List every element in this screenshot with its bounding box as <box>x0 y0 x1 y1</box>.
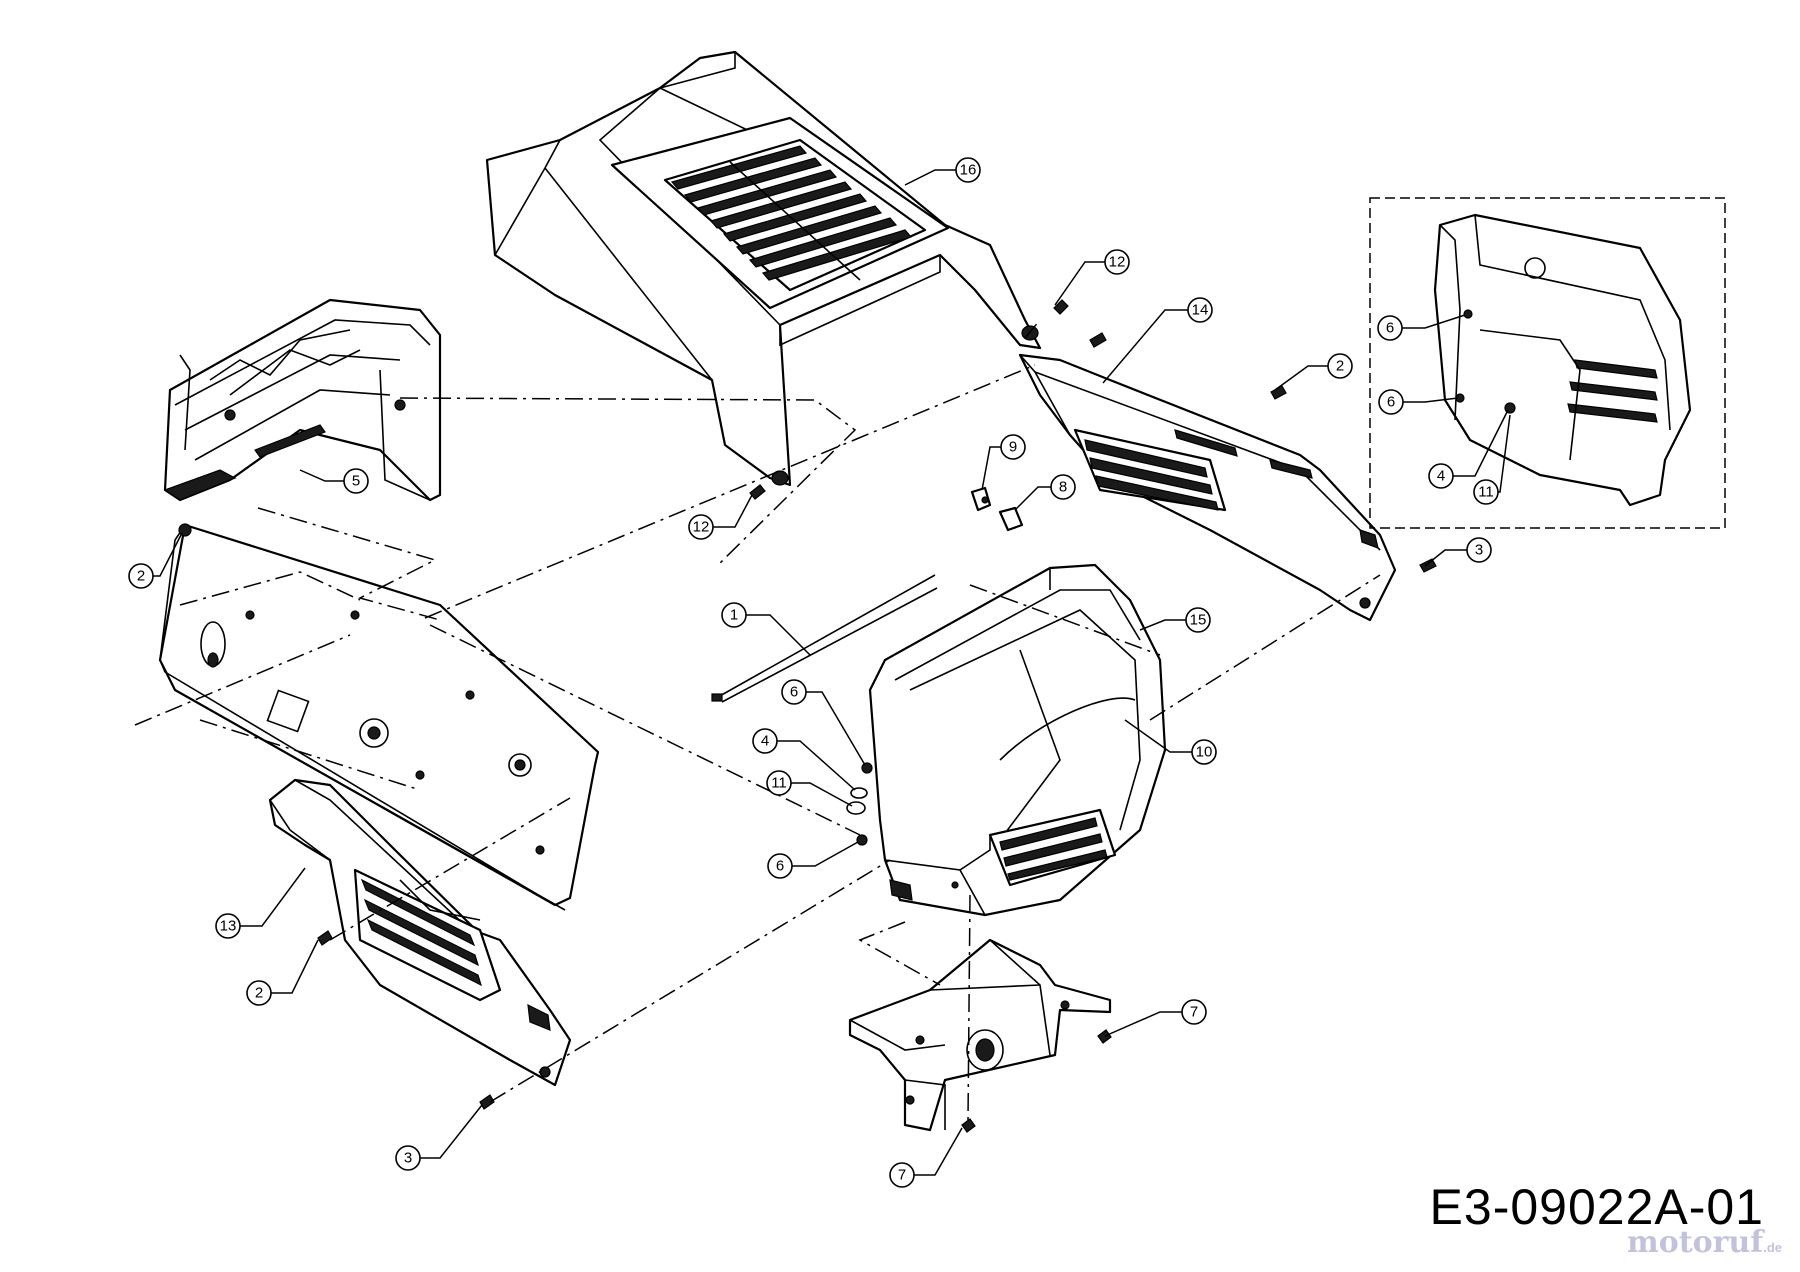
small-hardware <box>178 299 1437 1133</box>
svg-text:11: 11 <box>1478 484 1494 501</box>
svg-text:9: 9 <box>1009 439 1017 456</box>
callout-1: 1 <box>721 602 747 628</box>
callout-detail-6-lower: 6 <box>1378 389 1404 415</box>
drawing-code-label: E3-09022A-01 <box>1429 1179 1764 1235</box>
svg-text:6: 6 <box>776 858 784 875</box>
callout-13: 13 <box>215 913 241 939</box>
right-side-panel-part <box>1018 353 1397 622</box>
hood-vent-slots <box>670 145 913 281</box>
watermark-brand: motoruf <box>1627 1225 1764 1260</box>
callout-2-right: 2 <box>1327 353 1353 379</box>
callout-11: 11 <box>766 770 792 796</box>
front-bracket-part <box>848 938 1112 1132</box>
callout-16: 16 <box>955 157 981 183</box>
callout-10: 10 <box>1191 739 1217 765</box>
svg-text:14: 14 <box>1192 302 1209 319</box>
callout-5: 5 <box>343 468 369 494</box>
watermark-tld: .de <box>1763 1240 1782 1255</box>
svg-text:7: 7 <box>898 1167 906 1184</box>
callout-detail-6-upper: 6 <box>1377 315 1403 341</box>
svg-text:6: 6 <box>1386 320 1394 337</box>
callout-4: 4 <box>752 728 778 754</box>
svg-text:15: 15 <box>1190 612 1207 629</box>
svg-text:10: 10 <box>1196 744 1213 761</box>
callout-detail-11: 11 <box>1473 479 1499 505</box>
hood-part <box>485 50 1042 487</box>
callout-12-lower: 12 <box>688 514 714 540</box>
svg-text:12: 12 <box>693 519 710 536</box>
svg-text:3: 3 <box>1475 542 1483 559</box>
callout-15: 15 <box>1185 607 1211 633</box>
grille-part <box>868 563 1167 917</box>
svg-text:13: 13 <box>220 918 237 935</box>
svg-text:2: 2 <box>137 568 145 585</box>
detail-view-frame <box>1369 197 1726 529</box>
svg-text:2: 2 <box>1336 358 1344 375</box>
callout-12-upper: 12 <box>1104 249 1130 275</box>
svg-text:5: 5 <box>352 473 360 490</box>
firewall-bracket-part <box>158 523 600 911</box>
callout-2-dash: 2 <box>128 563 154 589</box>
left-panel-slots <box>360 878 482 987</box>
svg-text:11: 11 <box>771 775 787 792</box>
svg-text:7: 7 <box>1190 1004 1198 1021</box>
grille-slots <box>999 817 1108 881</box>
svg-text:8: 8 <box>1059 479 1067 496</box>
right-panel-slots <box>1084 429 1313 511</box>
callout-detail-4: 4 <box>1428 463 1454 489</box>
callout-3-right: 3 <box>1466 537 1492 563</box>
svg-text:6: 6 <box>790 684 798 701</box>
svg-text:12: 12 <box>1109 254 1126 271</box>
callouts: 16 12 12 14 2 9 8 5 2 1 15 10 6 4 11 6 3… <box>128 157 1499 1188</box>
callout-6-lower: 6 <box>767 853 793 879</box>
callout-7-lower: 7 <box>889 1162 915 1188</box>
watermark-logo: motoruf.de <box>1627 1225 1782 1260</box>
callout-7-upper: 7 <box>1181 999 1207 1025</box>
svg-text:16: 16 <box>960 162 977 179</box>
callout-8: 8 <box>1050 474 1076 500</box>
svg-text:4: 4 <box>1437 468 1445 485</box>
svg-text:3: 3 <box>404 1150 412 1167</box>
svg-text:4: 4 <box>761 733 769 750</box>
svg-text:6: 6 <box>1387 394 1395 411</box>
svg-text:1: 1 <box>730 607 738 624</box>
left-side-panel-part <box>268 778 572 1087</box>
callout-14: 14 <box>1187 297 1213 323</box>
callout-9: 9 <box>1000 434 1026 460</box>
assembly-lines <box>134 319 1381 1121</box>
dash-panel-part <box>163 298 442 502</box>
callout-6-upper: 6 <box>781 679 807 705</box>
svg-text:2: 2 <box>255 985 263 1002</box>
detail-view-part <box>1433 213 1692 507</box>
leader-lines <box>141 169 1511 1176</box>
callout-3-left: 3 <box>395 1145 421 1171</box>
callout-2-left: 2 <box>246 980 272 1006</box>
